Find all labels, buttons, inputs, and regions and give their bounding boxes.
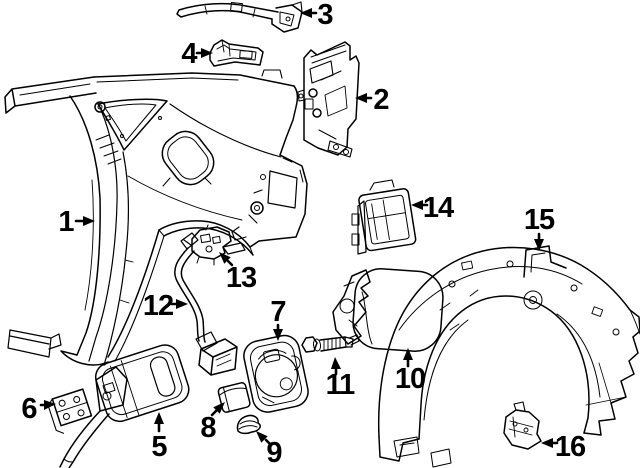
gutter-bracket-drawing xyxy=(209,39,264,67)
callout-5-label: 5 xyxy=(151,431,167,463)
callout-15: 15 xyxy=(524,204,556,251)
callout-4: 4 xyxy=(181,38,213,70)
callout-15-label: 15 xyxy=(524,204,555,236)
callout-7: 7 xyxy=(270,296,287,341)
grommet-drawing xyxy=(236,414,261,435)
corner-bracket-drawing xyxy=(503,401,542,450)
opener-cable-drawing xyxy=(174,232,238,376)
callout-9: 9 xyxy=(256,431,283,468)
fuel-door-latch-drawing xyxy=(191,224,246,266)
callout-1: 1 xyxy=(58,206,95,238)
callout-16: 16 xyxy=(541,431,587,463)
callout-14-label: 14 xyxy=(423,192,454,224)
pillar-stiffener-drawing xyxy=(297,41,360,158)
callout-8: 8 xyxy=(200,402,225,444)
callout-10: 10 xyxy=(395,348,426,395)
callout-8-label: 8 xyxy=(200,412,216,444)
callouts: 1 2 3 4 5 6 7 xyxy=(21,0,587,468)
callout-4-label: 4 xyxy=(181,38,197,70)
fuel-filler-pocket-drawing xyxy=(243,334,309,413)
wheelhouse-liner-drawing xyxy=(377,245,640,468)
callout-2: 2 xyxy=(355,84,390,116)
callout-16-label: 16 xyxy=(555,431,586,463)
callout-13: 13 xyxy=(219,252,258,294)
callout-1-label: 1 xyxy=(58,206,74,238)
quarter-panel-drawing xyxy=(4,69,308,366)
callout-13-label: 13 xyxy=(226,262,257,294)
callout-11-label: 11 xyxy=(326,369,356,401)
callout-12: 12 xyxy=(143,290,188,322)
filler-pipe-protector-drawing xyxy=(59,344,190,468)
roof-rail-stiffener-drawing xyxy=(176,1,303,33)
callout-12-label: 12 xyxy=(143,290,173,322)
callout-3-label: 3 xyxy=(317,0,333,31)
callout-9-label: 9 xyxy=(266,437,282,468)
callout-3: 3 xyxy=(300,0,334,31)
callout-11: 11 xyxy=(326,357,356,401)
callout-14: 14 xyxy=(411,192,455,224)
callout-5: 5 xyxy=(151,412,168,463)
cushion-clip-drawing xyxy=(217,382,251,413)
callout-6-label: 6 xyxy=(21,393,37,425)
fuel-filler-door-drawing xyxy=(332,268,444,352)
callout-10-label: 10 xyxy=(395,363,425,395)
clip-bracket-drawing xyxy=(47,388,93,434)
callout-7-label: 7 xyxy=(270,296,285,328)
callout-2-label: 2 xyxy=(373,84,388,116)
bolt-drawing xyxy=(301,334,360,353)
control-module-drawing xyxy=(351,179,417,255)
callout-6: 6 xyxy=(21,393,56,425)
